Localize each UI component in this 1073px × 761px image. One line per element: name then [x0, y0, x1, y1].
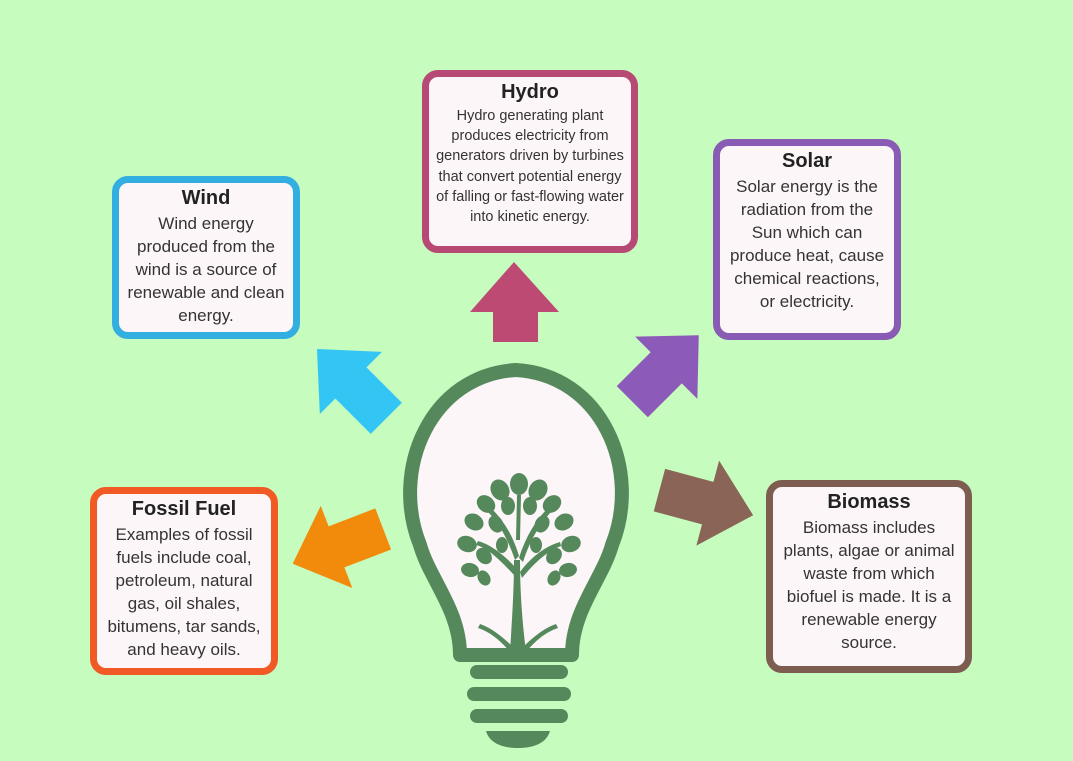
- biomass-title: Biomass: [827, 491, 911, 513]
- fossil-fuel-card: Fossil Fuel Examples of fossil fuels inc…: [90, 487, 278, 675]
- biomass-text: Biomass includes plants, algae or animal…: [783, 518, 955, 652]
- hydro-text: Hydro generating plant produces electric…: [436, 108, 624, 226]
- fossil-fuel-text: Examples of fossil fuels include coal, p…: [107, 525, 261, 659]
- arrow-hydro: [470, 262, 559, 342]
- fossil-fuel-title: Fossil Fuel: [131, 498, 237, 520]
- wind-card: Wind Wind energy produced from the wind …: [112, 176, 300, 339]
- arrow-biomass: [653, 460, 754, 546]
- light-bulb-icon: [403, 363, 629, 748]
- solar-text: Solar energy is the radiation from the S…: [729, 177, 885, 311]
- arrow-solar: [616, 335, 699, 418]
- solar-title: Solar: [781, 150, 833, 172]
- hydro-title: Hydro: [501, 81, 559, 103]
- arrow-fossil: [292, 505, 392, 588]
- wind-title: Wind: [181, 187, 231, 209]
- tree-icon: [457, 473, 581, 652]
- arrow-wind: [316, 348, 402, 434]
- hydro-card: Hydro Hydro generating plant produces el…: [422, 70, 638, 253]
- wind-text: Wind energy produced from the wind is a …: [127, 214, 285, 325]
- biomass-card: Biomass Biomass includes plants, algae o…: [766, 480, 972, 673]
- solar-card: Solar Solar energy is the radiation from…: [713, 139, 901, 340]
